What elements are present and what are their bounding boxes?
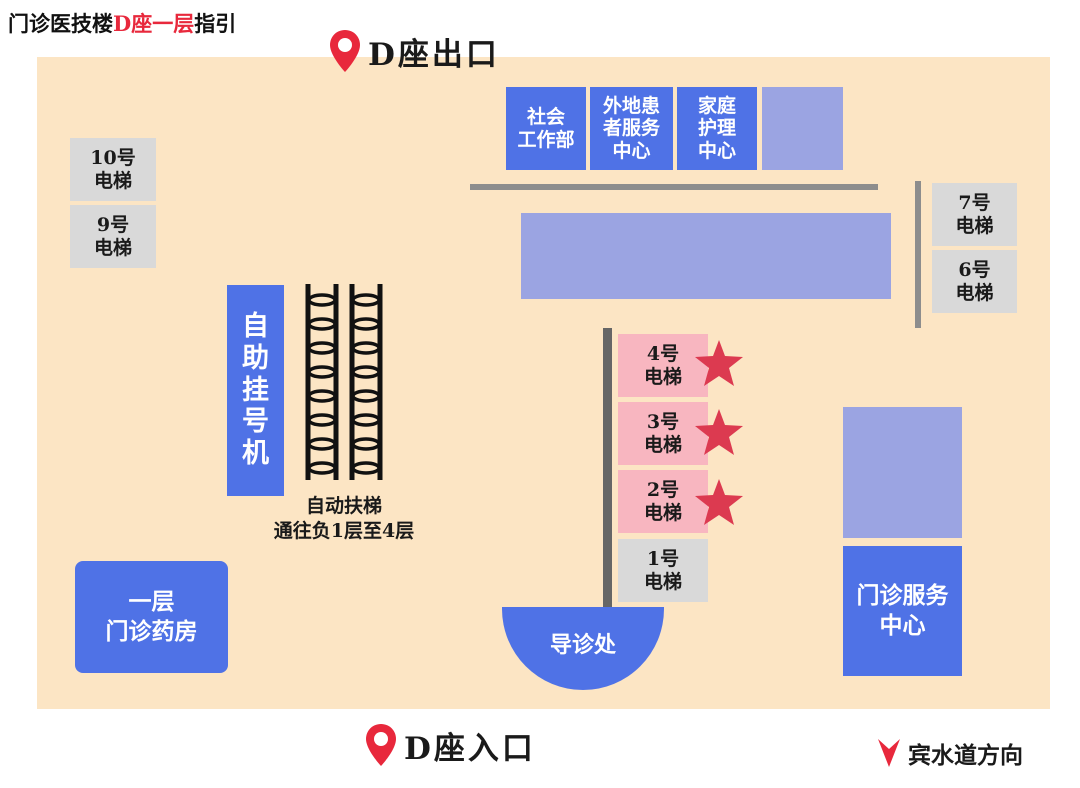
area-right-block: [843, 407, 962, 538]
star-icon: [695, 340, 743, 386]
wall-top: [470, 184, 878, 190]
escalator-label: 自动扶梯 通往负1层至4层: [273, 495, 415, 542]
location-pin-icon: [366, 724, 396, 766]
exit-top: D座出口: [328, 28, 500, 74]
outpatient-service-center: 门诊服务 中心: [843, 546, 962, 676]
room-social-work: 社会 工作部: [506, 87, 586, 170]
elevator-2: 2号 电梯: [618, 470, 708, 533]
elevator-1: 1号 电梯: [618, 539, 708, 602]
area-central-block: [521, 213, 891, 299]
elevator-7: 7号 电梯: [932, 183, 1017, 246]
red-arrow-icon: [878, 739, 900, 767]
entrance-bottom: D座入口: [364, 722, 536, 768]
elevator-9: 9号 电梯: [70, 205, 156, 268]
room-home-care-center: 家庭 护理 中心: [677, 87, 757, 170]
elevator-10: 10号 电梯: [70, 138, 156, 201]
elevator-4: 4号 电梯: [618, 334, 708, 397]
wall-center: [603, 328, 612, 611]
elevator-3: 3号 电梯: [618, 402, 708, 465]
wall-right: [915, 181, 921, 328]
star-icon: [695, 479, 743, 525]
map-title: 门诊医技楼D座一层指引: [8, 11, 237, 36]
self-service-kiosk: 自 助 挂 号 机: [227, 285, 284, 496]
location-pin-icon: [330, 30, 360, 72]
escalator-icon: [305, 284, 383, 480]
elevator-6: 6号 电梯: [932, 250, 1017, 313]
direction-legend: 宾水道方向: [876, 736, 1023, 770]
room-unlabeled-top: [762, 87, 843, 170]
first-floor-pharmacy: 一层 门诊药房: [75, 561, 228, 673]
room-nonlocal-patient-center: 外地患 者服务 中心: [590, 87, 673, 170]
star-icon: [695, 409, 743, 455]
